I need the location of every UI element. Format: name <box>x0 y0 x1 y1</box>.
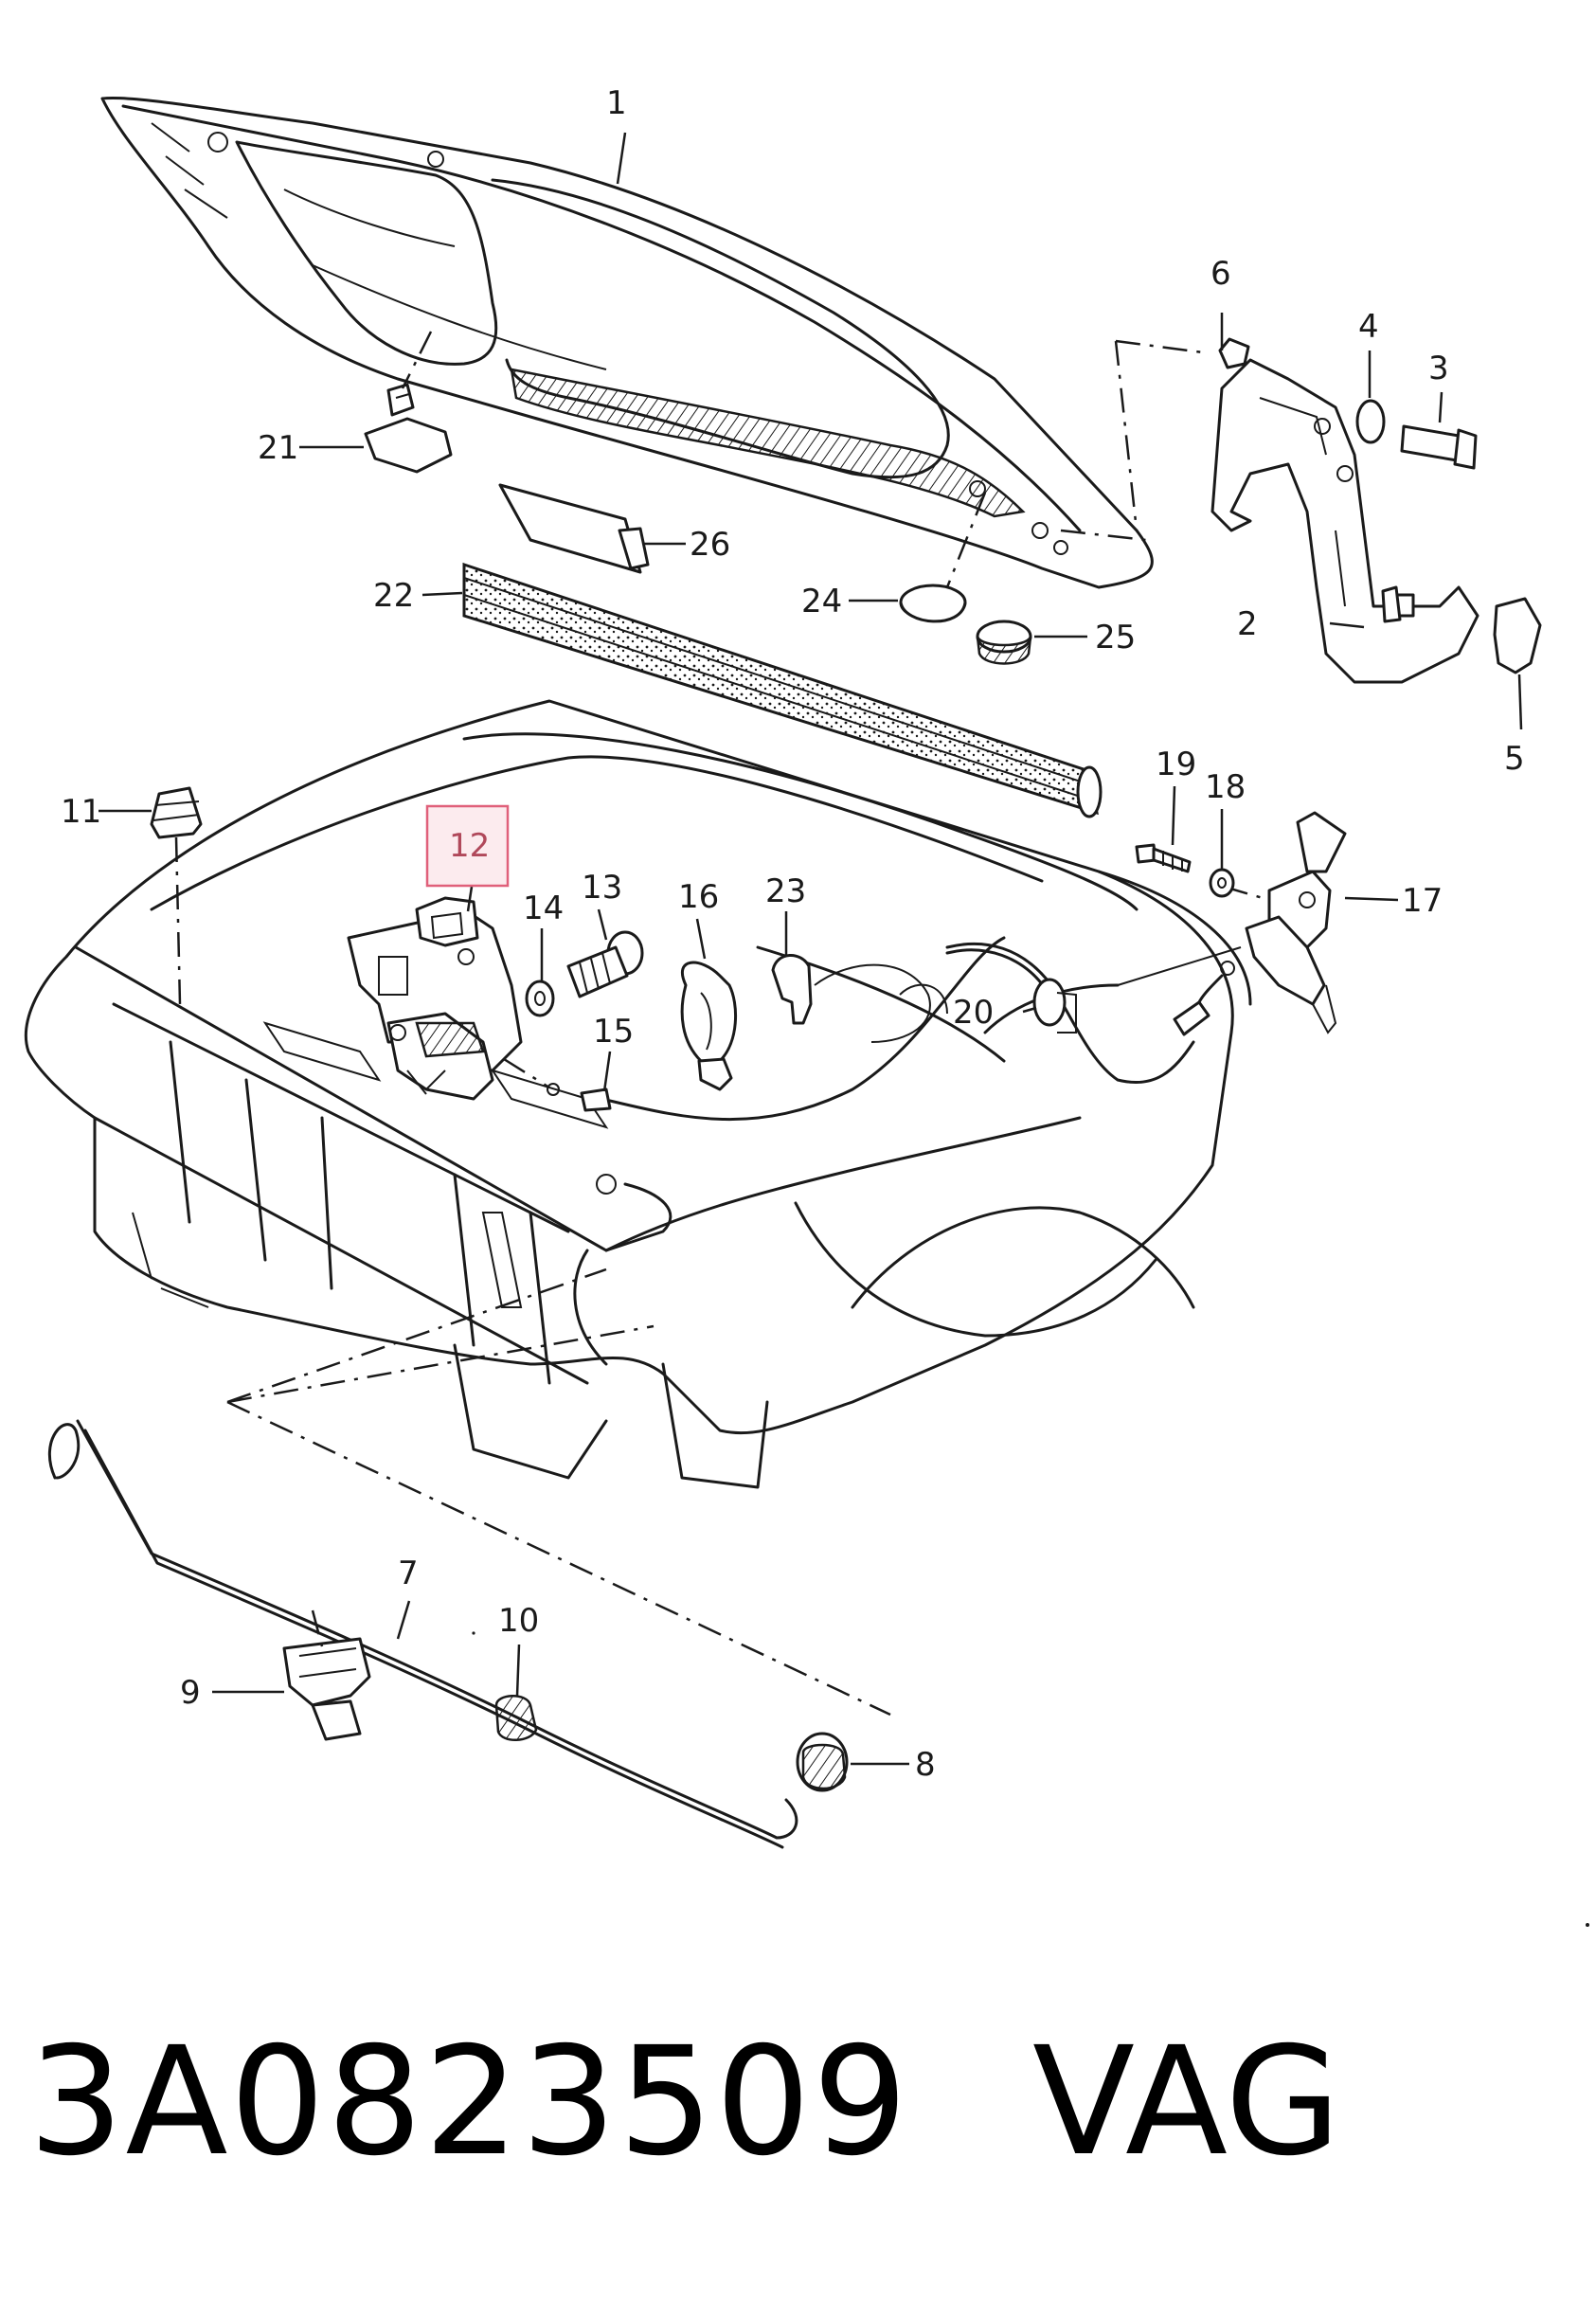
callout-6: 6 <box>1210 255 1231 293</box>
callout-19: 19 <box>1156 746 1196 783</box>
callout-5: 5 <box>1504 740 1525 778</box>
callout-16: 16 <box>678 878 719 916</box>
car-body-front <box>24 699 1252 1489</box>
callout-7: 7 <box>398 1555 419 1592</box>
part-8-grommet <box>796 1732 849 1792</box>
part-21-buffer <box>364 331 453 474</box>
hood-outline-guide <box>226 1267 891 1717</box>
part-25-grommet <box>976 620 1032 665</box>
assembly-guide-line <box>1060 339 1204 542</box>
stray-mark <box>472 1631 475 1635</box>
callout-15: 15 <box>593 1013 634 1051</box>
part-24-plug <box>899 492 987 623</box>
part-12-hood-lock <box>347 896 560 1101</box>
part-15-cable-end <box>580 936 1006 1122</box>
hood-panel <box>100 96 1154 589</box>
part-11-stop <box>150 786 203 1005</box>
callout-14: 14 <box>523 890 564 927</box>
callout-leaders <box>99 132 1523 1766</box>
brand-label: VAG <box>1032 2015 1341 2189</box>
callout-12: 12 <box>449 827 490 865</box>
part-number: 3A0823509 <box>28 2015 910 2189</box>
part-26-pad <box>498 483 650 574</box>
callout-10: 10 <box>498 1602 539 1640</box>
callout-3: 3 <box>1428 350 1449 387</box>
callout-24: 24 <box>801 583 842 620</box>
part-22-seal-strip <box>462 562 1103 818</box>
callout-2: 2 <box>1237 605 1258 643</box>
part-20-grommet <box>1032 978 1077 1034</box>
callout-23: 23 <box>765 872 806 910</box>
callout-26: 26 <box>690 526 730 564</box>
part-9-holder <box>282 1609 371 1741</box>
part-19-screw <box>1135 843 1192 873</box>
part-18-washer <box>1209 868 1235 898</box>
part-7-prop-rod <box>48 1419 798 1849</box>
cable-end-fitting <box>1173 961 1235 1036</box>
callout-11: 11 <box>61 793 101 831</box>
release-cable <box>945 942 1195 1085</box>
callout-20: 20 <box>953 994 994 1032</box>
callout-13: 13 <box>582 869 622 907</box>
callout-25: 25 <box>1095 619 1136 656</box>
callout-1: 1 <box>606 84 627 122</box>
highlight-box-part-12 <box>425 804 510 888</box>
callout-17: 17 <box>1402 882 1443 920</box>
part-10-grommet <box>494 1695 538 1741</box>
callout-9: 9 <box>180 1674 201 1712</box>
callout-22: 22 <box>373 577 414 615</box>
callout-4: 4 <box>1358 308 1379 346</box>
callout-8: 8 <box>915 1746 936 1784</box>
callout-18: 18 <box>1205 768 1246 806</box>
footer: 3A0823509 VAG <box>28 2027 1544 2198</box>
part-16-clamp <box>680 961 738 1091</box>
part-17-release-handle <box>1223 811 1347 1034</box>
part-23-clip <box>771 954 813 1025</box>
hinge-assembly <box>1210 337 1542 684</box>
stray-mark <box>1586 1923 1589 1927</box>
part-14-washer <box>525 980 555 1017</box>
callout-labels: 1 2 3 4 5 6 7 8 9 10 11 12 13 14 15 16 1… <box>61 84 1525 1784</box>
part-13-bolt <box>566 930 644 998</box>
callout-21: 21 <box>258 429 298 467</box>
